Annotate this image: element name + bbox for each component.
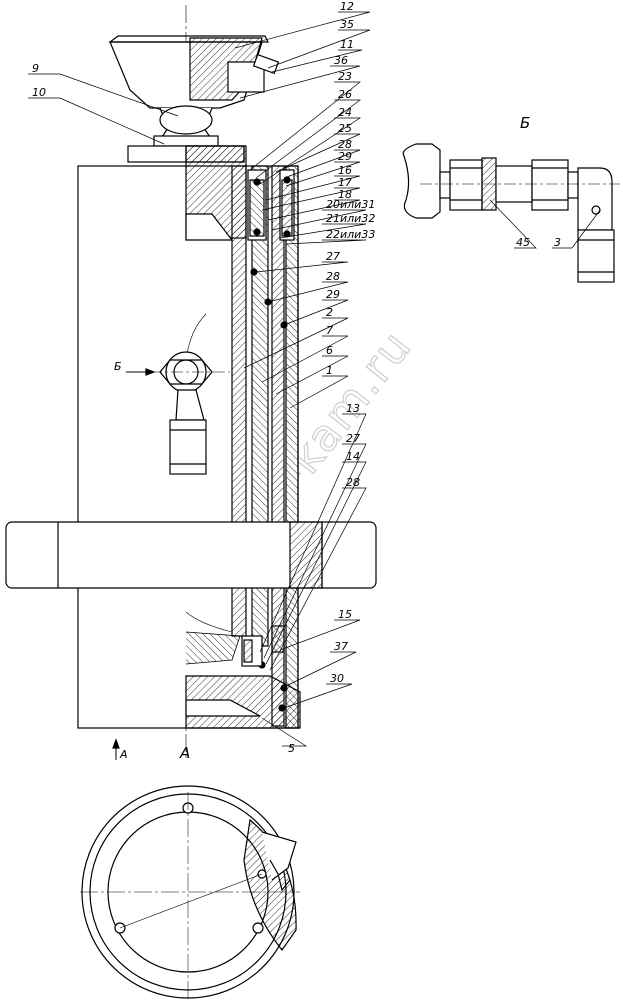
label-part-20-or-31: 20или31 [326, 198, 375, 211]
view-a-bottom [80, 785, 300, 999]
label-part-37: 37 [334, 640, 348, 653]
label-part-30: 30 [330, 672, 344, 685]
label-part-2: 2 [326, 306, 333, 319]
cylinder-main-view [5, 5, 377, 760]
label-part-13: 13 [346, 402, 360, 415]
section-b-title: Б [520, 114, 530, 132]
label-part-7: 7 [326, 324, 333, 337]
label-part-29-top: 29 [338, 150, 352, 163]
arrow-a-label: А [119, 748, 128, 761]
label-part-22-or-33: 22или33 [326, 228, 375, 241]
label-part-1: 1 [326, 364, 333, 377]
label-part-23: 23 [338, 70, 352, 83]
label-part-16: 16 [338, 164, 352, 177]
label-part-28-mid: 28 [326, 270, 340, 283]
leader-lines [28, 11, 601, 747]
label-part-14: 14 [346, 450, 360, 463]
label-part-6: 6 [326, 344, 333, 357]
view-a-title: А [179, 744, 190, 762]
label-part-24: 24 [338, 106, 352, 119]
label-part-45: 45 [516, 236, 530, 249]
label-part-26: 26 [338, 88, 352, 101]
label-part-5: 5 [288, 742, 295, 755]
label-part-18: 18 [338, 188, 352, 201]
section-b-view [402, 143, 620, 283]
label-part-15: 15 [338, 608, 352, 621]
part-labels: 12 35 11 36 23 9 10 26 24 25 28 29 16 17… [32, 0, 561, 762]
label-part-27-mid: 27 [326, 250, 340, 263]
label-part-35: 35 [340, 18, 354, 31]
label-part-17: 17 [338, 176, 352, 189]
label-part-36: 36 [334, 54, 348, 67]
label-part-10: 10 [32, 86, 46, 99]
arrow-b-label: Б [114, 360, 122, 373]
label-part-21-or-32: 21или32 [326, 212, 375, 225]
label-part-28-top: 28 [338, 138, 352, 151]
label-part-11: 11 [340, 38, 354, 51]
label-part-29-mid: 29 [326, 288, 340, 301]
label-part-9: 9 [32, 62, 39, 75]
label-part-12: 12 [340, 0, 354, 13]
label-part-27-low: 27 [346, 432, 360, 445]
label-part-25: 25 [338, 122, 352, 135]
label-part-3: 3 [554, 236, 561, 249]
label-part-28-low: 28 [346, 476, 360, 489]
